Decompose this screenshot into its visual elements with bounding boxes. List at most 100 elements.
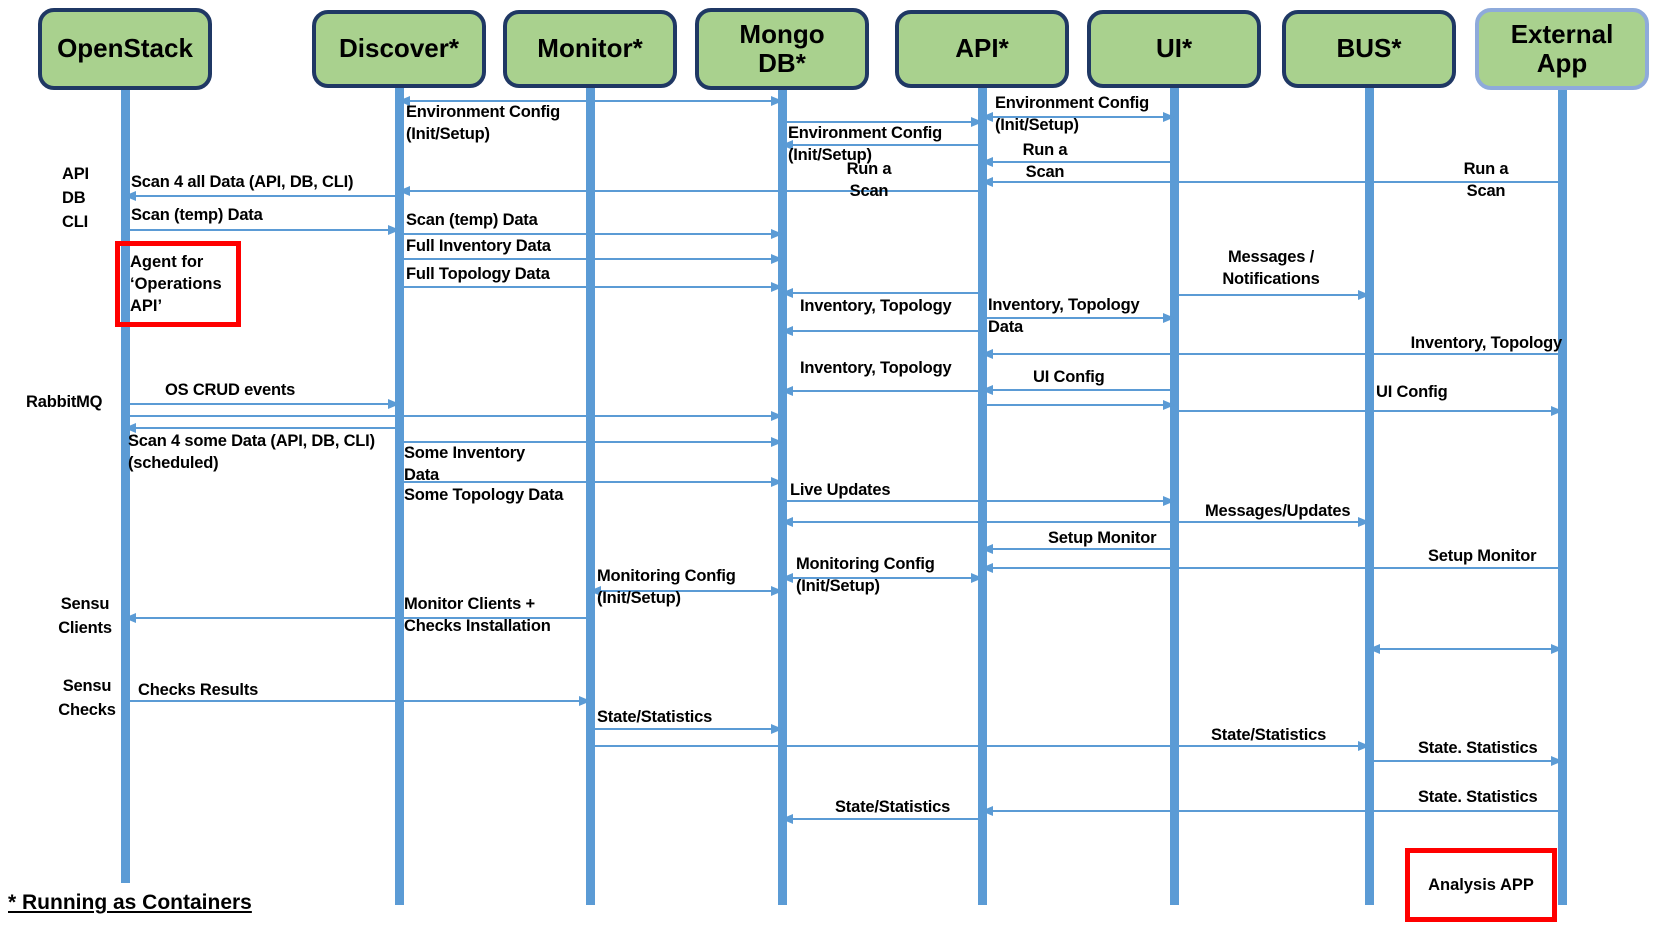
arrowhead-right-icon	[771, 282, 783, 292]
message-arrow	[1368, 644, 1563, 654]
arrowhead-left-icon	[589, 586, 601, 596]
arrowhead-left-icon	[398, 186, 410, 196]
message-arrow	[781, 814, 982, 824]
arrowhead-left-icon	[781, 814, 793, 824]
lifeline-bus	[1364, 88, 1374, 905]
message-arrow	[1369, 756, 1563, 766]
message-label: Messages / Notifications	[1222, 248, 1320, 288]
message-arrow	[590, 724, 783, 734]
arrowhead-right-icon	[1358, 517, 1370, 527]
message-arrow	[399, 254, 783, 264]
message-label: State/Statistics	[835, 798, 951, 816]
message-arrow	[590, 741, 1370, 751]
arrowhead-left-icon	[981, 157, 993, 167]
actor-box-discover: Discover*	[312, 10, 486, 88]
message-arrow	[125, 399, 400, 409]
message-arrow	[398, 186, 982, 196]
message-arrow	[981, 544, 1174, 554]
message-label: Inventory, Topology	[800, 297, 952, 315]
arrowhead-right-icon	[579, 696, 591, 706]
message-label: Inventory, Topology	[1410, 334, 1563, 352]
message-arrow	[125, 411, 783, 421]
message-arrow	[1174, 290, 1370, 300]
message-label: Environment Config (Init/Setup)	[406, 103, 561, 143]
message-label: Setup Monitor	[1428, 547, 1537, 565]
message-label: Inventory, Topology Data	[988, 296, 1140, 336]
message-label: Run a Scan	[1022, 141, 1068, 181]
arrowhead-left-icon	[781, 326, 793, 336]
arrowhead-right-icon	[388, 225, 400, 235]
arrowhead-left-icon	[781, 288, 793, 298]
arrowhead-right-icon	[1551, 406, 1563, 416]
arrowhead-right-icon	[1358, 741, 1370, 751]
actor-box-external-app: External App	[1475, 8, 1649, 90]
message-arrow	[982, 313, 1175, 323]
message-label: Inventory, Topology	[800, 359, 952, 377]
lifeline-monitor	[585, 88, 595, 905]
message-label: Environment Config (Init/Setup)	[788, 124, 943, 164]
message-label: UI Config	[1376, 383, 1448, 401]
message-label: Some Topology Data	[404, 486, 564, 504]
arrowhead-left-icon	[781, 573, 793, 583]
message-arrow	[1174, 406, 1563, 416]
actor-box-bus: BUS*	[1282, 10, 1456, 88]
arrowhead-left-icon	[124, 423, 136, 433]
side-label-api-db-cli: API DB CLI	[62, 165, 89, 231]
arrowhead-right-icon	[771, 724, 783, 734]
lifeline-mongo-db	[777, 88, 787, 905]
arrowhead-left-icon	[398, 96, 410, 106]
arrowhead-left-icon	[981, 112, 993, 122]
arrowhead-left-icon	[781, 517, 793, 527]
message-arrow	[981, 806, 1562, 816]
message-label: Run a Scan	[846, 160, 892, 200]
arrowhead-right-icon	[971, 117, 983, 127]
message-arrow	[781, 140, 982, 150]
message-arrow	[981, 563, 1562, 573]
message-arrow	[981, 157, 1174, 167]
arrowhead-left-icon	[1368, 644, 1380, 654]
arrowhead-left-icon	[124, 613, 136, 623]
message-arrow	[399, 437, 783, 447]
arrowhead-left-icon	[781, 140, 793, 150]
message-arrow	[981, 177, 1562, 187]
arrowhead-right-icon	[1163, 313, 1175, 323]
message-arrow	[782, 496, 1175, 506]
actor-box-mongo-db: Mongo DB*	[695, 8, 869, 90]
message-label: Setup Monitor	[1048, 529, 1157, 547]
message-arrow	[981, 349, 1562, 359]
message-arrow	[125, 225, 400, 235]
agent-operations-api-note: Agent for ‘Operations API’	[115, 241, 241, 327]
arrowhead-left-icon	[981, 544, 993, 554]
message-label: UI Config	[1033, 368, 1105, 386]
message-arrow	[124, 423, 399, 433]
message-arrow	[781, 326, 982, 336]
message-arrow	[981, 385, 1174, 395]
message-label: Scan (temp) Data	[406, 211, 538, 229]
message-arrow	[399, 282, 783, 292]
lifeline-external-app	[1557, 88, 1567, 905]
arrowhead-left-icon	[981, 177, 993, 187]
lifeline-discover	[394, 88, 404, 905]
message-label: Full Inventory Data	[406, 237, 551, 255]
message-label: State/Statistics	[1211, 726, 1327, 744]
message-label: Monitoring Config (Init/Setup)	[597, 567, 736, 607]
side-label-sensu-checks: Sensu Checks	[58, 677, 116, 719]
message-arrow	[398, 96, 783, 106]
message-label: Checks Results	[138, 681, 259, 699]
message-arrow	[781, 517, 1370, 527]
message-label: Monitor Clients + Checks Installation	[404, 595, 551, 635]
message-label: State/Statistics	[597, 708, 713, 726]
message-label: Run a Scan	[1463, 160, 1509, 200]
message-arrow	[124, 191, 399, 201]
analysis-app-note: Analysis APP	[1405, 848, 1557, 922]
message-label: Monitoring Config (Init/Setup)	[796, 555, 935, 595]
side-label-rabbitmq: RabbitMQ	[26, 393, 103, 411]
message-label: State. Statistics	[1418, 739, 1538, 757]
arrowhead-right-icon	[771, 411, 783, 421]
side-label-sensu-clients: Sensu Clients	[58, 595, 112, 637]
arrowhead-left-icon	[781, 386, 793, 396]
message-label: Some Inventory Data	[404, 444, 525, 484]
lifeline-api	[977, 88, 987, 905]
arrowhead-left-icon	[981, 563, 993, 573]
message-label: Environment Config (Init/Setup)	[995, 94, 1150, 134]
